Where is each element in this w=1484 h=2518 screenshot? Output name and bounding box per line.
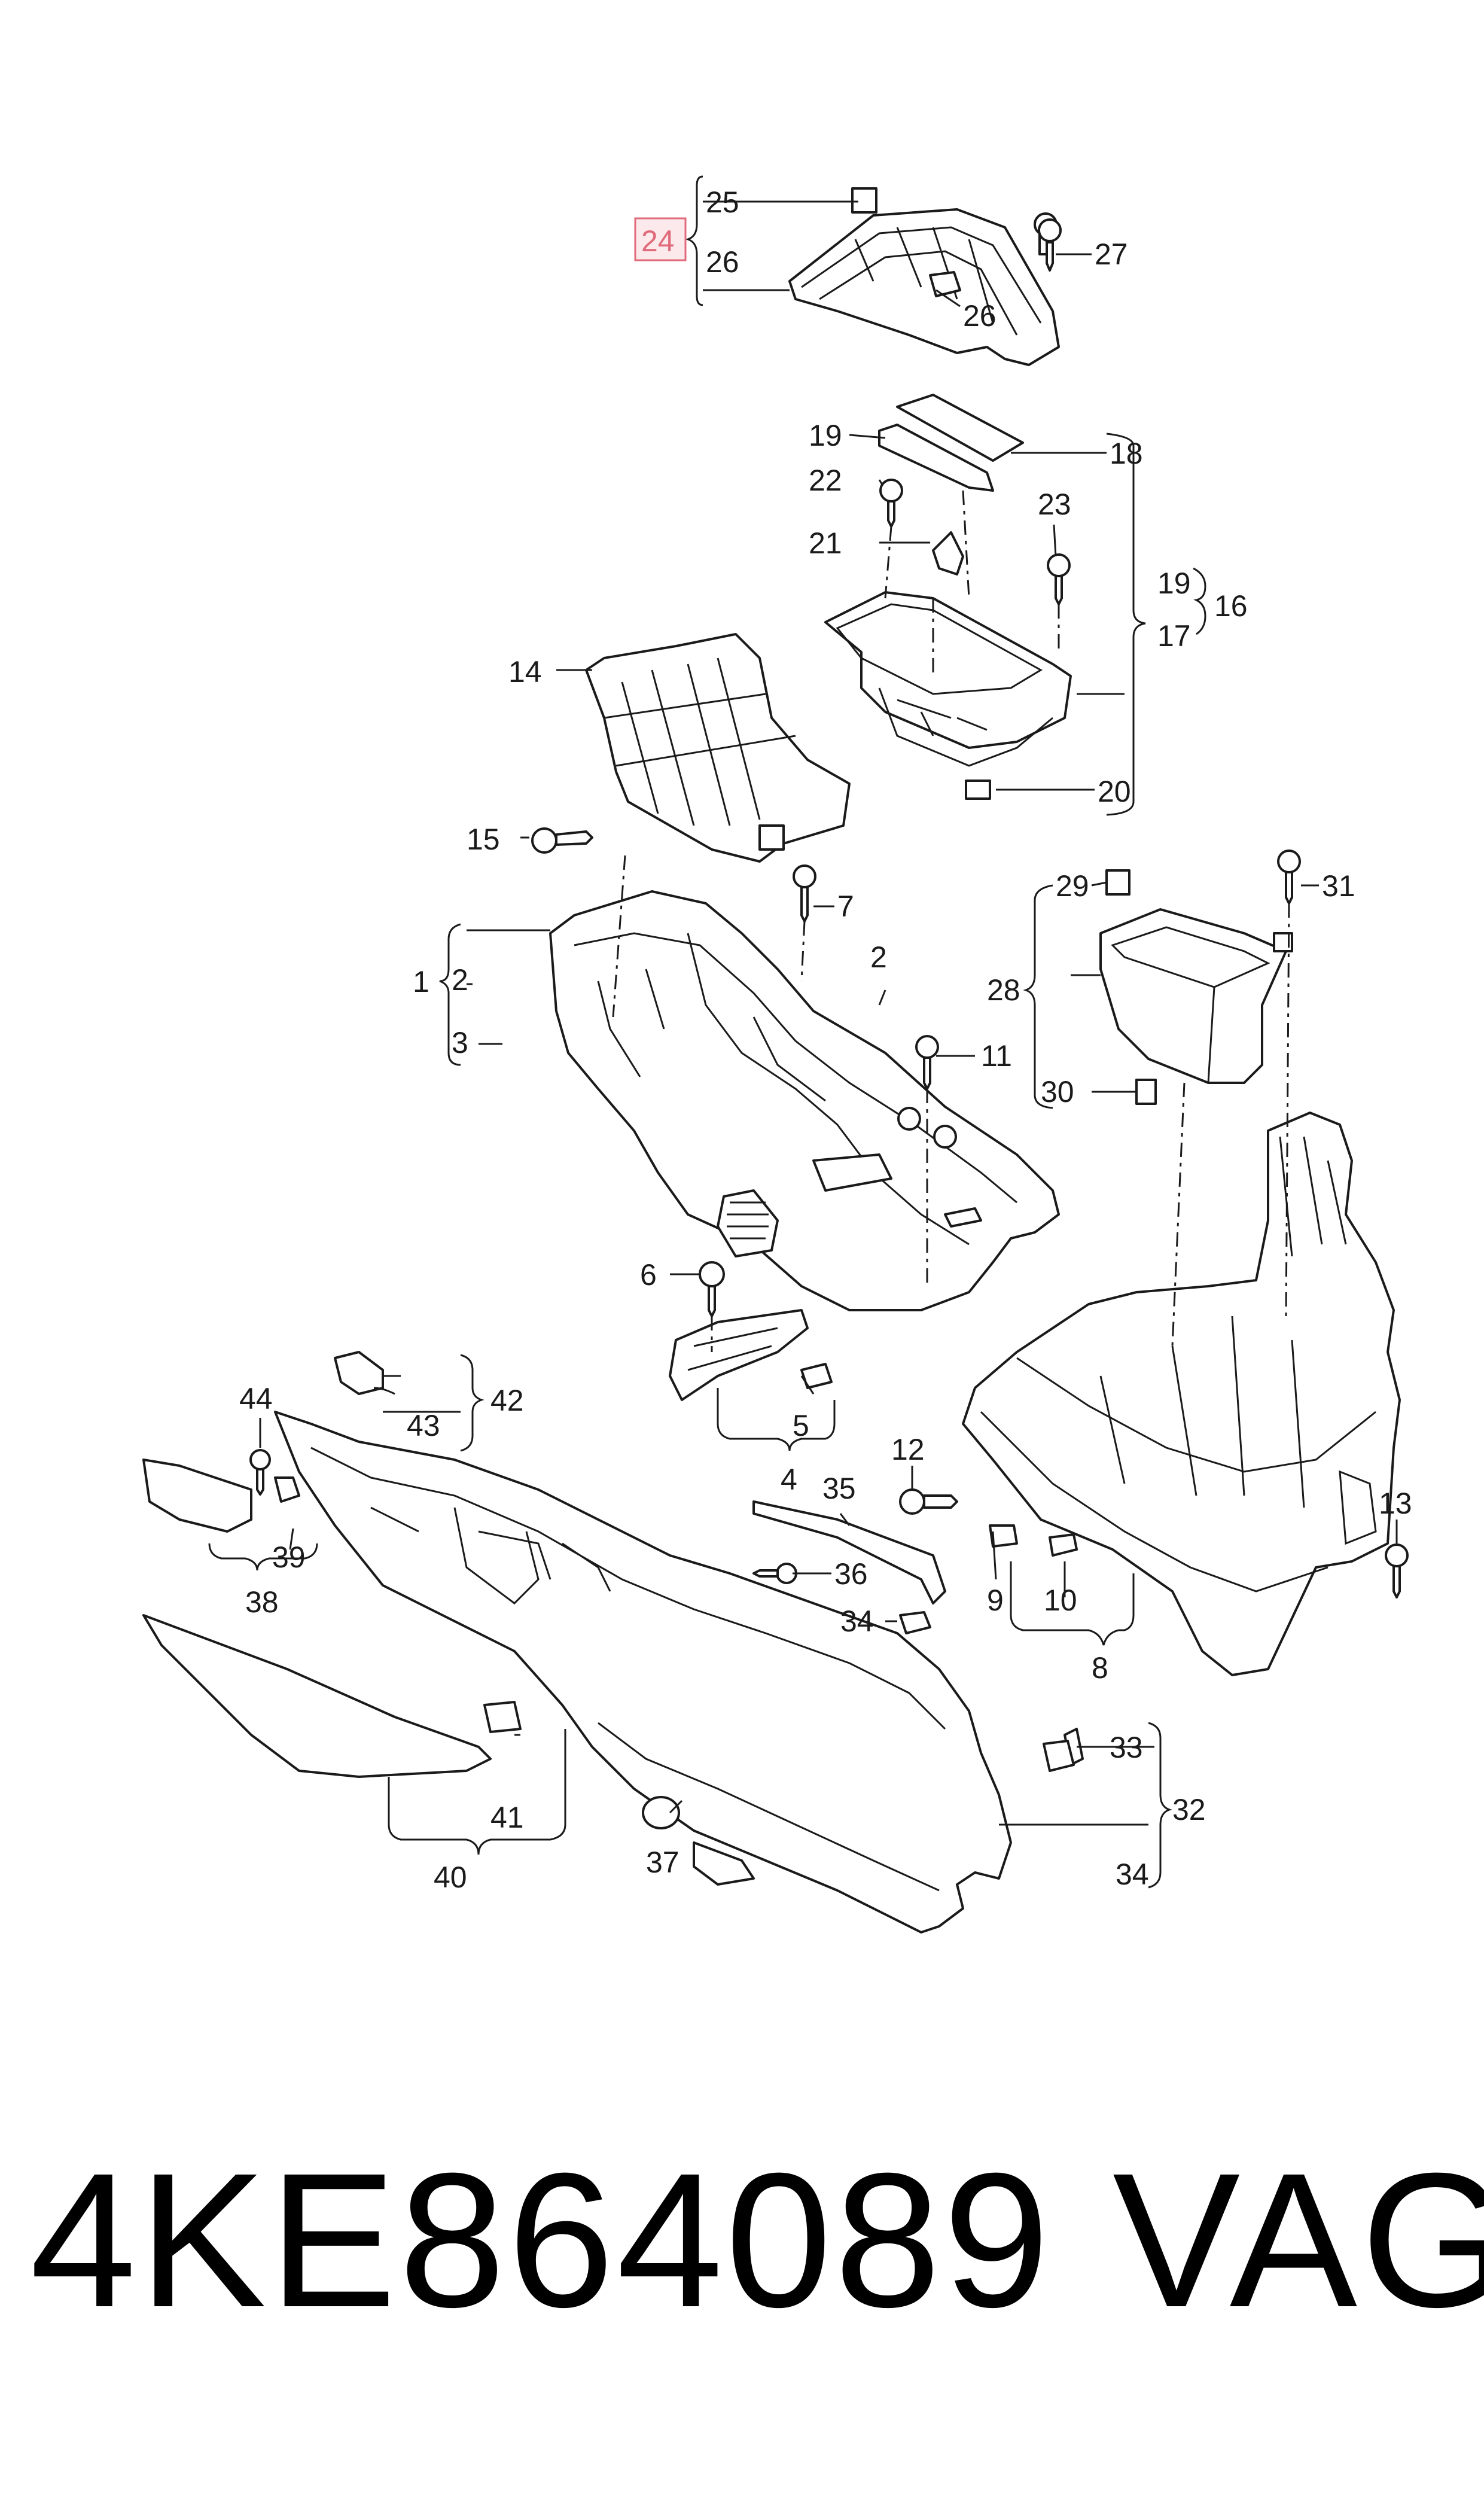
callout-6: 6 [640, 1258, 657, 1292]
screw-12 [899, 1488, 958, 1515]
callout-23: 23 [1038, 488, 1071, 521]
screw-36 [752, 1563, 797, 1584]
callout-38: 38 [245, 1585, 279, 1619]
highlighted-callout-box [634, 217, 687, 261]
round-plug [642, 1796, 680, 1829]
callout-10: 10 [1044, 1584, 1077, 1617]
callout-11: 11 [981, 1039, 1012, 1073]
callout-25: 25 [706, 185, 739, 219]
callout-2: 2 [452, 963, 468, 997]
callout-18: 18 [1110, 437, 1143, 470]
callout-labels: 24 25 26 26 27 19 18 22 23 21 19 16 17 1… [239, 185, 1412, 1894]
callout-37: 37 [646, 1846, 679, 1879]
callout-31: 31 [1322, 869, 1355, 903]
clip-34 [899, 1611, 931, 1634]
top-cover-tray [788, 187, 1060, 366]
callout-1: 1 [413, 965, 429, 998]
callout-36: 36 [834, 1557, 868, 1591]
callout-33: 33 [1110, 1731, 1143, 1764]
callout-20: 20 [1098, 775, 1131, 808]
screw-31 [1277, 850, 1301, 905]
rear-support-frame [962, 1112, 1401, 1676]
lower-cover-panel [142, 1614, 522, 1778]
callout-14: 14 [508, 655, 542, 689]
screw-7 [793, 864, 816, 922]
callout-22: 22 [809, 464, 842, 497]
callout-24: 24 [641, 224, 675, 258]
exploded-parts-diagram: 24 25 26 26 27 19 18 22 23 21 19 16 17 1… [142, 175, 1412, 1934]
callout-19: 19 [1157, 567, 1191, 600]
callout-15: 15 [467, 823, 500, 856]
callout-21: 21 [809, 526, 842, 560]
callout-2: 2 [870, 940, 887, 974]
screw-27 [1038, 218, 1062, 272]
callout-29: 29 [1056, 869, 1089, 903]
trim-strip [752, 1500, 946, 1604]
left-cover-strip [142, 1459, 300, 1533]
callout-28: 28 [987, 973, 1020, 1007]
callout-44: 44 [239, 1382, 273, 1415]
callout-26: 26 [963, 299, 997, 333]
callout-39: 39 [272, 1540, 306, 1574]
callout-17: 17 [1157, 619, 1191, 653]
callout-13: 13 [1379, 1487, 1412, 1520]
callout-40: 40 [434, 1861, 467, 1894]
footer: 4KE864089 VAG [0, 2130, 1484, 2381]
callout-35: 35 [822, 1472, 856, 1505]
console-main-body [549, 890, 1060, 1311]
callout-27: 27 [1095, 238, 1128, 271]
brand-name: VAG [1113, 2133, 1484, 2347]
callout-16: 16 [1214, 589, 1248, 623]
bracket-clip [334, 1351, 384, 1395]
callout-32: 32 [1172, 1793, 1206, 1826]
callout-30: 30 [1041, 1075, 1074, 1109]
storage-compartment [824, 531, 1072, 800]
callout-12: 12 [891, 1433, 925, 1466]
support-bracket [585, 633, 851, 863]
callout-8: 8 [1092, 1651, 1108, 1685]
screw-6 [699, 1261, 725, 1317]
callout-42: 42 [490, 1384, 524, 1417]
callout-34: 34 [1116, 1858, 1149, 1891]
callout-7: 7 [837, 890, 854, 923]
storage-lid-insert [878, 394, 1024, 492]
clip-33 [1043, 1740, 1075, 1772]
screw-15 [531, 827, 593, 854]
screw-11 [915, 1035, 939, 1090]
callout-43: 43 [407, 1409, 440, 1442]
leader-lines [208, 175, 1398, 1889]
callout-19: 19 [809, 419, 842, 452]
callout-9: 9 [987, 1584, 1004, 1617]
callout-4: 4 [781, 1463, 797, 1496]
assembly-lines [612, 490, 1290, 1352]
screw-23 [1047, 553, 1071, 605]
callout-34: 34 [840, 1604, 874, 1638]
callout-5: 5 [793, 1409, 809, 1442]
screw-13 [1385, 1543, 1409, 1599]
screw-44 [249, 1449, 271, 1496]
glove-compartment [1099, 869, 1293, 1105]
part-number: 4KE864089 [30, 2133, 1052, 2347]
side-bracket [669, 1309, 833, 1401]
callout-26: 26 [706, 245, 739, 279]
screw-22 [879, 479, 903, 528]
callout-3: 3 [452, 1026, 468, 1059]
callout-41: 41 [490, 1801, 524, 1834]
